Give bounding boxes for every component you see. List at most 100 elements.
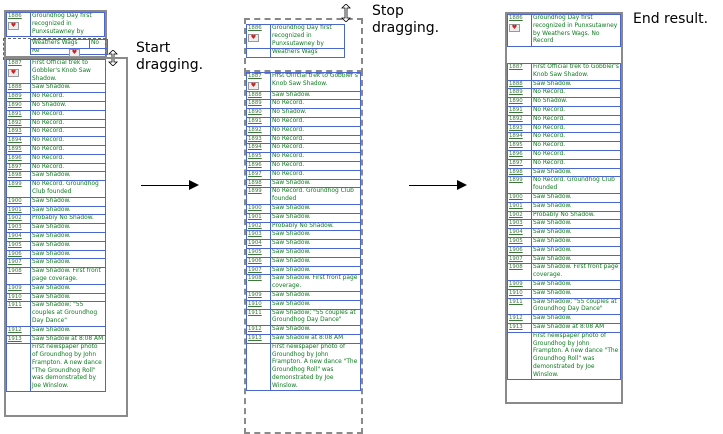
event-cell[interactable]: No Record. bbox=[270, 169, 361, 180]
event-cell[interactable]: No Record. bbox=[270, 125, 361, 136]
table-row[interactable]: 1887♥First Official trek to Gobbler's Kn… bbox=[6, 58, 106, 85]
event-cell[interactable]: No Record. bbox=[531, 123, 621, 134]
event-cell[interactable]: Saw Shadow at 8:08 AM bbox=[531, 322, 621, 333]
event-cell[interactable]: Weathers Wags bbox=[270, 48, 345, 59]
event-cell[interactable]: Saw Shadow. bbox=[30, 223, 106, 233]
event-cell[interactable]: Saw Shadow. bbox=[531, 314, 621, 324]
event-cell[interactable]: Saw Shadow; "55 couples at Groundhog Day… bbox=[270, 308, 361, 327]
event-cell[interactable]: Saw Shadow. bbox=[270, 299, 361, 310]
event-cell[interactable]: Saw Shadow. bbox=[531, 192, 621, 203]
event-cell[interactable]: Saw Shadow. bbox=[531, 219, 621, 230]
event-cell[interactable]: No Record. bbox=[270, 134, 361, 145]
event-cell[interactable]: First Official trek to Gobbler's Knob Sa… bbox=[30, 58, 106, 85]
event-cell[interactable]: Saw Shadow. bbox=[531, 236, 621, 247]
table-row[interactable]: Weathers Wags bbox=[246, 48, 345, 59]
event-cell[interactable]: Saw Shadow. bbox=[30, 196, 106, 207]
event-cell[interactable]: First newspaper photo of Groundhog by Jo… bbox=[270, 342, 361, 392]
table-row[interactable]: 1886♥ Groundhog Day first recognized in … bbox=[507, 13, 621, 48]
event-cell[interactable]: Saw Shadow. bbox=[30, 231, 106, 242]
event-cell[interactable]: No Record. Groundhog Club founded bbox=[531, 176, 621, 194]
event-cell[interactable]: No Record. Groundhog Club founded bbox=[270, 187, 361, 205]
event-cell[interactable]: Probably No Shadow. bbox=[270, 221, 361, 232]
event-cell[interactable]: No Record. bbox=[30, 136, 106, 146]
event-cell[interactable]: Probably No Shadow. bbox=[30, 214, 106, 225]
event-cell[interactable]: Saw Shadow. bbox=[270, 265, 361, 276]
event-cell[interactable]: No Record. bbox=[30, 118, 106, 129]
event-cell[interactable]: Saw Shadow. bbox=[270, 90, 361, 101]
event-cell[interactable]: Saw Shadow. First front page coverage. bbox=[531, 263, 621, 281]
event-cell[interactable]: Saw Shadow. First front page coverage. bbox=[30, 267, 106, 285]
event-cell[interactable]: No Shadow. bbox=[531, 97, 621, 107]
event-cell[interactable]: Saw Shadow. bbox=[270, 203, 361, 214]
event-cell[interactable]: No Record. bbox=[270, 152, 361, 162]
table-row[interactable]: First newspaper photo of Groundhog by Jo… bbox=[246, 342, 361, 392]
event-cell[interactable]: No Shadow. bbox=[30, 100, 106, 111]
event-cell[interactable]: No Record. Groundhog Club founded bbox=[30, 180, 106, 198]
table-row[interactable]: 1887♥First Official trek to Gobbler's Kn… bbox=[246, 72, 361, 92]
event-cell[interactable]: Saw Shadow. bbox=[531, 79, 621, 90]
event-cell[interactable]: Saw Shadow. First front page coverage. bbox=[270, 274, 361, 292]
event-cell[interactable]: Saw Shadow. bbox=[531, 279, 621, 290]
event-cell[interactable]: Saw Shadow. bbox=[531, 201, 621, 212]
event-cell[interactable]: Saw Shadow. bbox=[30, 171, 106, 182]
event-cell[interactable]: No Record. bbox=[531, 105, 621, 116]
event-cell[interactable]: Saw Shadow. bbox=[270, 212, 361, 223]
event-cell[interactable]: Saw Shadow. bbox=[531, 288, 621, 299]
event-cell[interactable]: Saw Shadow. bbox=[531, 245, 621, 256]
event-cell[interactable]: Saw Shadow. bbox=[30, 283, 106, 294]
event-cell[interactable]: Saw Shadow; "55 couples at Groundhog Day… bbox=[531, 297, 621, 316]
event-cell[interactable]: Saw Shadow. bbox=[270, 178, 361, 189]
table-row[interactable]: First newspaper photo of Groundhog by Jo… bbox=[507, 331, 621, 381]
event-cell[interactable]: No Record. bbox=[531, 158, 621, 169]
event-cell[interactable]: First Official trek to Gobbler's Knob Sa… bbox=[270, 72, 361, 92]
event-cell[interactable]: Saw Shadow. bbox=[30, 249, 106, 260]
event-cell[interactable]: Saw Shadow. bbox=[270, 230, 361, 241]
event-cell[interactable]: Probably No Shadow. bbox=[531, 210, 621, 221]
drag-arrows-icon[interactable] bbox=[341, 3, 351, 23]
event-cell[interactable]: No Record. bbox=[270, 143, 361, 154]
